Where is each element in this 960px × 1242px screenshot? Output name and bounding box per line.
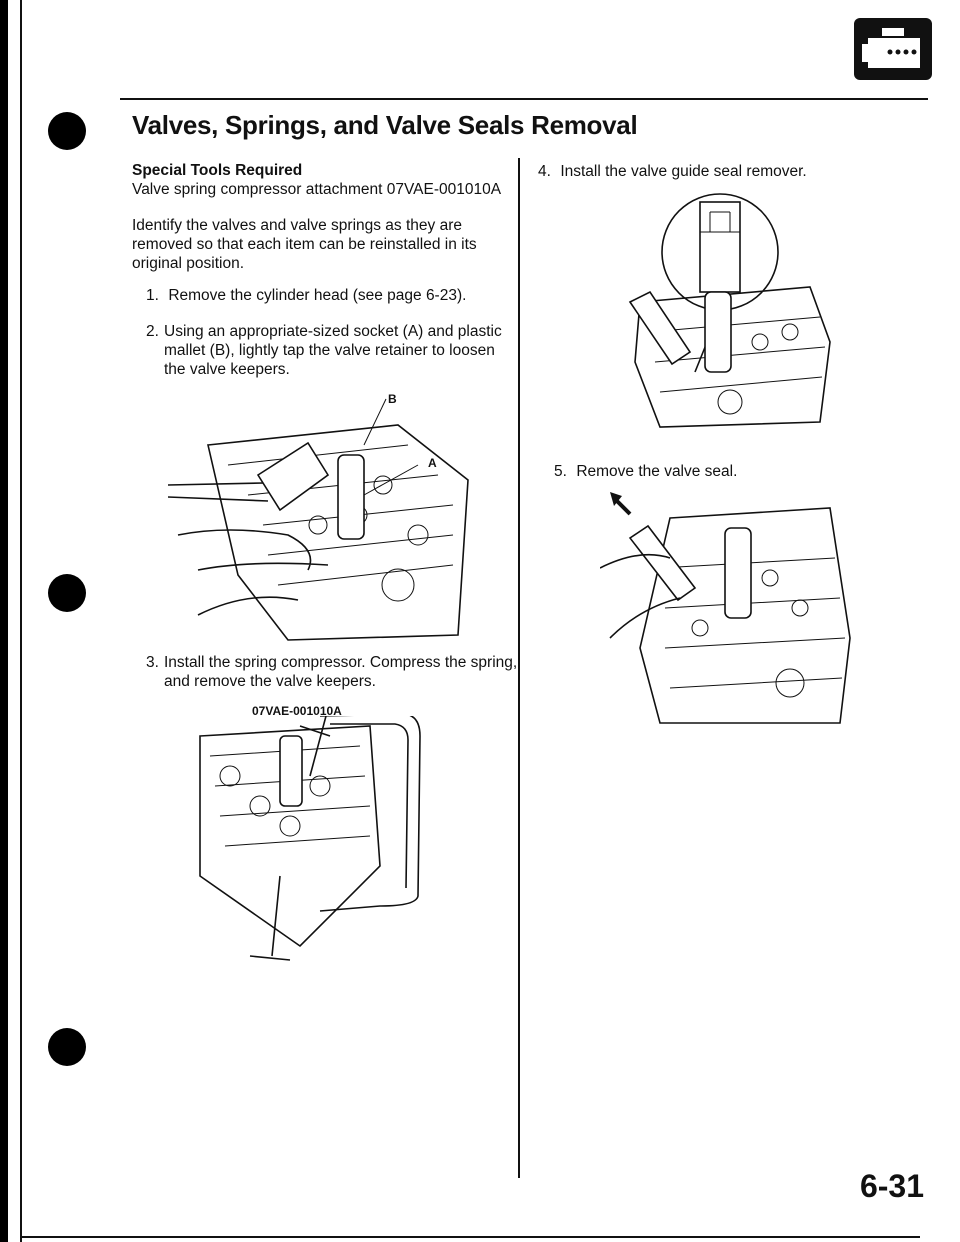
punch-hole [48,574,86,612]
binding-edge-bar [0,0,8,1242]
step-number: 5. [554,463,567,480]
tool-part-number-label: 07VAE-001010A [252,704,342,718]
page-number: 6-31 [859,1168,924,1204]
step-number: 3. [146,654,159,671]
column-divider [518,158,520,1178]
step-text: Install the valve guide seal remover. [560,163,807,180]
step-4: 4. Install the valve guide seal remover. [538,162,807,181]
step-text: Remove the cylinder head (see page 6-23)… [168,287,467,304]
intro-line: Identify the valves and valve springs as… [132,217,462,234]
step-number: 2. [146,323,159,340]
figure-spring-compressor [180,713,440,981]
figure-seal-remover-install [610,192,860,447]
footer-rule [20,1236,920,1238]
step-number: 1. [146,287,159,304]
step-text: Remove the valve seal. [576,463,738,480]
step-text: Using an appropriate-sized socket (A) an… [164,323,502,340]
step-text: and remove the valve keepers. [164,673,376,690]
punch-hole [48,1028,86,1066]
intro-line: original position. [132,255,245,272]
step-1: 1. Remove the cylinder head (see page 6-… [146,286,466,305]
step-3: 3. Install the spring compressor. Compres… [146,653,517,691]
tools-line: Valve spring compressor attachment 07VAE… [132,181,502,198]
figure-valve-seal-removal [599,488,860,743]
punch-hole [48,112,86,150]
step-text: Install the spring compressor. Compress … [164,654,518,671]
intro-line: removed so that each item can be reinsta… [132,236,477,253]
step-text: mallet (B), lightly tap the valve retain… [164,342,495,359]
header-rule [120,98,928,100]
step-text: the valve keepers. [164,361,290,378]
binding-edge-line [20,0,22,1242]
figure-socket-mallet [167,385,478,650]
tools-heading: Special Tools Required [132,162,303,179]
intro-paragraph: Identify the valves and valve springs as… [132,216,477,273]
step-number: 4. [538,163,551,180]
step-2: 2. Using an appropriate-sized socket (A) … [146,322,502,379]
step-5: 5. Remove the valve seal. [554,462,737,481]
label-b: B [388,392,397,406]
engine-section-icon [854,18,932,80]
label-a: A [428,456,437,470]
page-title: Valves, Springs, and Valve Seals Removal [132,110,638,140]
